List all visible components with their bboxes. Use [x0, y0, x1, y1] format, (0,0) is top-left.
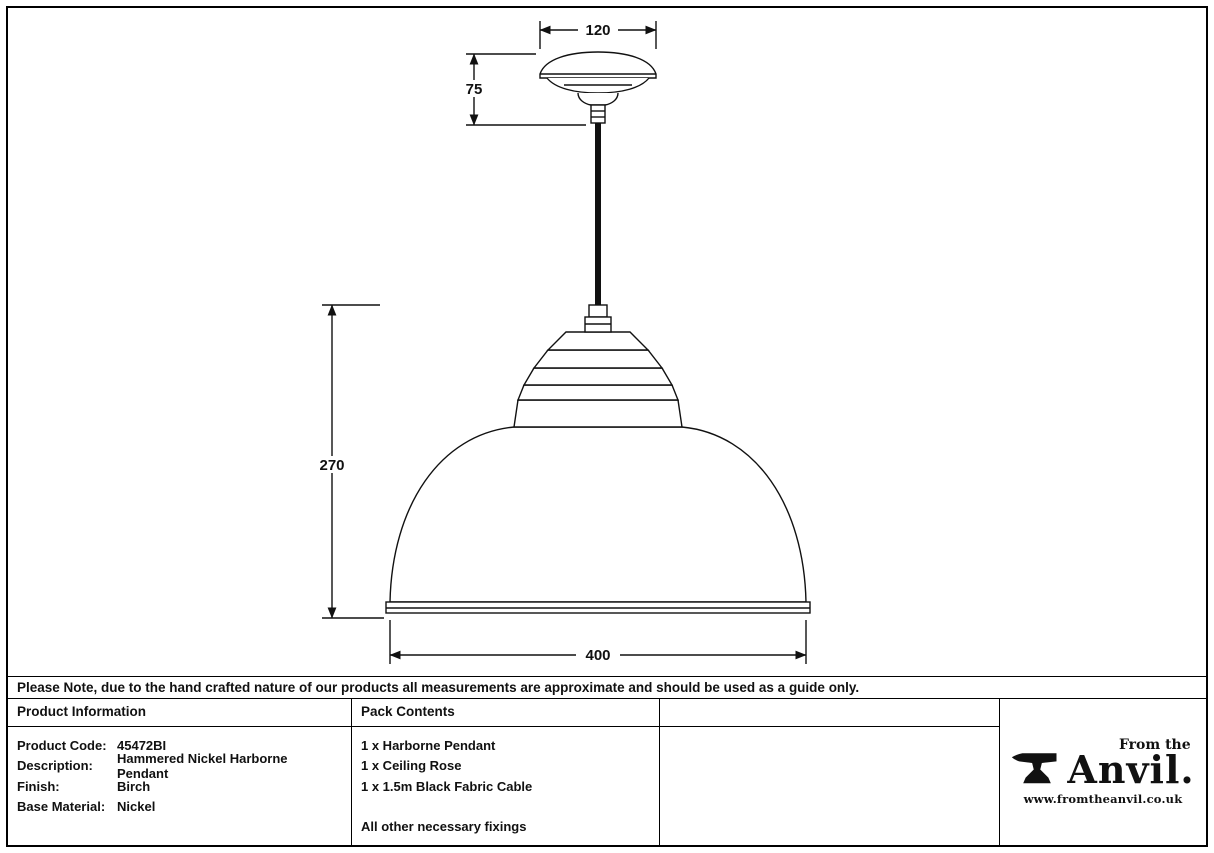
info-table: Product Information Pack Contents From t… [8, 699, 1206, 845]
cable-fitting [584, 304, 612, 333]
brand-logo-text: From the Anvil. [1067, 736, 1195, 792]
product-info-body: Product Code: 45472BI Description: Hamme… [8, 727, 352, 845]
pendant-technical-drawing: 120 75 270 [312, 21, 811, 664]
pack-contents-item: 1 x Ceiling Rose [361, 758, 462, 774]
anvil-icon [1012, 753, 1057, 784]
product-info-row: Base Material: Nickel [17, 797, 342, 818]
empty-body-cell [660, 727, 1000, 845]
dim-label-shade-width: 400 [585, 647, 610, 664]
description-value: Hammered Nickel Harborne Pendant [117, 750, 288, 781]
brand-website: www.fromtheanvil.co.uk [1023, 792, 1183, 807]
dim-rose-height: 75 [458, 53, 586, 126]
product-info-row: Product Code: 45472BI [17, 735, 342, 756]
pack-contents-item: 1 x Harborne Pendant [361, 737, 496, 753]
dim-label-rose-height: 75 [466, 81, 483, 98]
pack-contents-item: 1 x 1.5m Black Fabric Cable [361, 778, 533, 794]
ceiling-rose [539, 51, 657, 124]
brand-tagline: From the [1118, 736, 1191, 753]
finish-label: Finish: [17, 778, 60, 794]
dim-pendant-height: 270 [312, 304, 384, 619]
dim-label-rose-width: 120 [585, 22, 610, 39]
note-bar: Please Note, due to the hand crafted nat… [8, 676, 1206, 699]
brand-name: Anvil. [1067, 746, 1195, 792]
base-material-value: Nickel [117, 799, 156, 815]
spec-sheet: 120 75 270 [6, 6, 1208, 847]
shade-dome [385, 426, 811, 614]
drawing-area: 120 75 270 [8, 8, 1206, 676]
dim-rose-width: 120 [539, 21, 657, 49]
base-material-label: Base Material: [17, 799, 106, 815]
brand-logo: From the Anvil. www.fromtheanvil.co.uk [1000, 699, 1206, 845]
pack-contents-header: Pack Contents [352, 699, 660, 727]
product-info-header: Product Information [8, 699, 352, 727]
brand-logo-top: From the Anvil. [1011, 736, 1195, 792]
pendant-cable [595, 123, 601, 305]
note-text: Please Note, due to the hand crafted nat… [17, 680, 860, 695]
dim-label-pendant-height: 270 [319, 457, 344, 474]
empty-header-cell [660, 699, 1000, 727]
description-label: Description: [17, 758, 93, 774]
product-code-label: Product Code: [17, 737, 107, 753]
dim-shade-width: 400 [389, 620, 807, 664]
product-code-value: 45472BI [117, 737, 167, 753]
stepped-neck [513, 331, 683, 428]
finish-value: Birch [117, 778, 151, 794]
product-info-row: Finish: Birch [17, 776, 342, 797]
pack-contents-footer: All other necessary fixings [361, 819, 527, 835]
pack-contents-body: 1 x Harborne Pendant 1 x Ceiling Rose 1 … [352, 727, 660, 845]
product-info-row: Description: Hammered Nickel Harborne Pe… [17, 751, 342, 781]
